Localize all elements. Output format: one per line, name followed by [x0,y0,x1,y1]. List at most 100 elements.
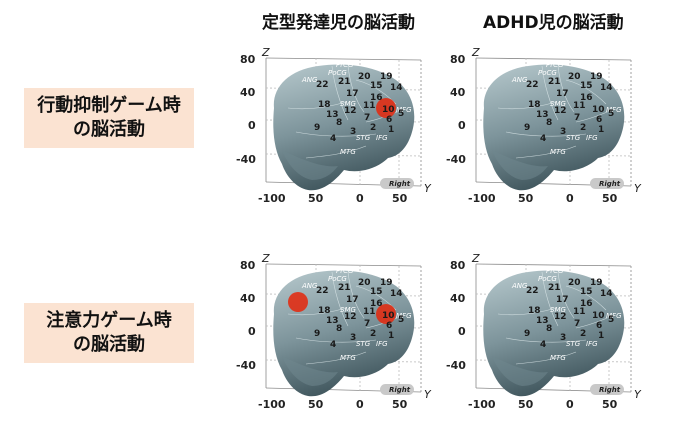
cerebellum-shape [282,150,338,180]
area-number-19: 19 [380,278,393,288]
region-label-ang: ANG [301,76,318,84]
region-label-pocg: PoCG [328,69,347,77]
z-tick-40: 40 [450,86,466,99]
orientation-label: Right [599,386,621,394]
brain-shape [273,64,415,191]
region-label-ifg: IFG [586,134,598,142]
row-label-inhibition-line1: 行動抑制ゲーム時 [37,95,181,116]
sulci-lines [497,65,613,159]
z-tick-0: 0 [248,325,256,338]
region-label-pocg: PoCG [538,69,557,77]
orientation-badge [380,178,414,189]
region-label-mtg: MTG [550,354,566,362]
z-tick-minus40: -40 [236,153,256,166]
brain-shape [483,270,625,397]
region-label-ifg: IFG [376,134,388,142]
region-label-mtg: MTG [550,148,566,156]
area-number-18: 18 [528,100,541,110]
area-number-15: 15 [370,287,383,297]
row-label-inhibition: 行動抑制ゲーム時 の脳活動 [24,88,194,148]
y-tick-50-right: 50 [602,192,618,205]
z-tick-minus40: -40 [446,359,466,372]
area-number-13: 13 [536,110,549,120]
y-tick-50-right: 50 [392,398,408,411]
y-tick-minus100: -100 [468,398,496,411]
axis-z-label: Z [471,46,480,59]
area-number-10: 10 [382,105,395,115]
area-number-13: 13 [536,316,549,326]
region-label-stg: STG [356,134,371,142]
region-label-mfg: MFG [606,106,622,114]
orientation-badge [590,384,624,395]
area-number-6: 6 [386,321,392,331]
area-number-8: 8 [546,324,552,334]
y-tick-50-left: 50 [308,398,324,411]
area-number-20: 20 [568,72,581,82]
area-number-14: 14 [390,289,403,299]
axis-y-label: Y [424,182,432,195]
column-title-adhd: ADHD児の脳活動 [483,13,624,33]
cerebellum-shape [492,356,548,386]
area-number-2: 2 [370,123,376,133]
z-tick-80: 80 [240,259,256,272]
z-tick-minus40: -40 [236,359,256,372]
area-number-6: 6 [386,115,392,125]
area-number-11: 11 [363,101,376,111]
y-tick-0: 0 [566,398,574,411]
region-label-ang: ANG [301,282,318,290]
axis-z-label: Z [261,252,270,265]
area-number-4: 4 [540,340,546,350]
area-number-2: 2 [370,329,376,339]
area-number-6: 6 [596,115,602,125]
area-number-8: 8 [336,118,342,128]
area-number-20: 20 [568,278,581,288]
region-label-mtg: MTG [340,354,356,362]
area-number-16: 16 [580,93,593,103]
axis-z-label: Z [261,46,270,59]
area-number-14: 14 [600,83,613,93]
region-label-mfg: MFG [396,312,412,320]
area-number-17: 17 [556,295,569,305]
orientation-badge [380,384,414,395]
area-number-1: 1 [388,125,394,135]
y-tick-0: 0 [356,398,364,411]
z-tick-40: 40 [240,292,256,305]
area-number-9: 9 [314,123,320,133]
activation-spot-22 [288,292,308,312]
cerebellum-shape [282,356,338,386]
area-number-12: 12 [344,312,357,322]
area-number-5: 5 [398,315,404,325]
area-number-4: 4 [330,340,336,350]
area-number-18: 18 [528,306,541,316]
region-label-smg: SMG [340,306,356,314]
z-tick-0: 0 [458,325,466,338]
area-number-12: 12 [554,312,567,322]
area-number-22: 22 [316,286,329,296]
area-number-9: 9 [524,329,530,339]
area-number-12: 12 [344,106,357,116]
area-number-1: 1 [388,331,394,341]
region-label-pocg: PoCG [538,275,557,283]
area-number-4: 4 [540,134,546,144]
area-number-3: 3 [560,127,566,137]
area-number-1: 1 [598,125,604,135]
z-tick-80: 80 [240,53,256,66]
area-number-21: 21 [548,77,561,87]
area-number-5: 5 [608,109,614,119]
area-number-19: 19 [590,72,603,82]
area-number-18: 18 [318,100,331,110]
area-number-12: 12 [554,106,567,116]
region-label-ifg: IFG [586,340,598,348]
region-label-ifg: IFG [376,340,388,348]
z-tick-80: 80 [450,259,466,272]
area-number-17: 17 [346,89,359,99]
brain-shape [483,64,625,191]
area-number-15: 15 [580,81,593,91]
column-title-typical: 定型発達児の脳活動 [262,13,415,33]
z-tick-0: 0 [458,119,466,132]
area-number-21: 21 [338,283,351,293]
cerebellum-shape [492,150,548,180]
area-number-10: 10 [592,311,605,321]
y-tick-50-left: 50 [518,398,534,411]
y-tick-50-right: 50 [602,398,618,411]
